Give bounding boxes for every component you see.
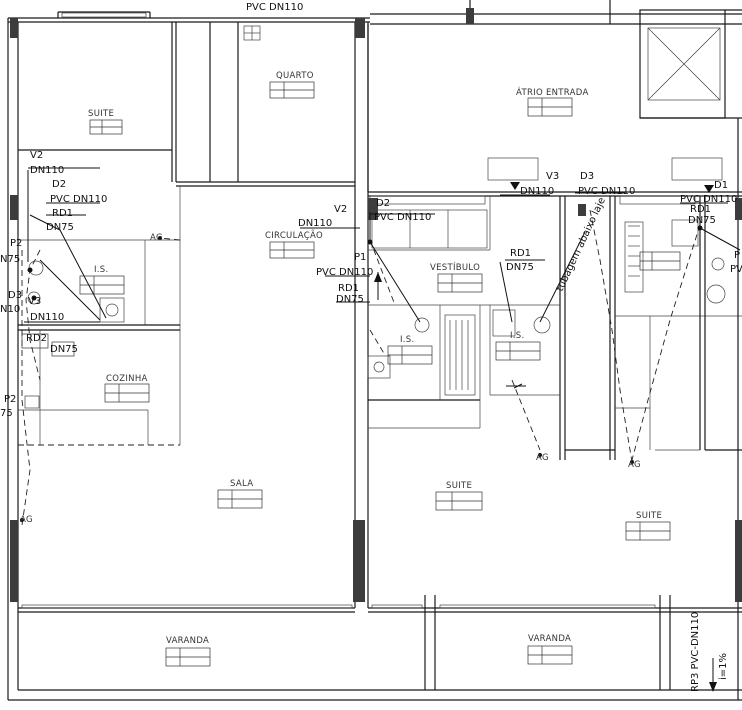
label-n75-edge: N75	[0, 254, 20, 265]
room-sala: SALA	[230, 479, 253, 489]
room-is-left: I.S.	[94, 265, 109, 275]
room-suite-mid: SUITE	[446, 481, 472, 491]
flow-arrows	[374, 182, 717, 692]
label-pvc-top: PVC DN110	[246, 2, 303, 13]
label-p1: P1	[354, 252, 366, 263]
pipe-labels: PVC DN110 V2 DN110 D2 PVC DN110 RD1 DN75…	[0, 2, 742, 692]
label-v3-left: V3	[28, 296, 41, 307]
room-suite-left: SUITE	[88, 109, 114, 119]
label-rd1-left: RD1	[52, 208, 73, 219]
label-rd1-mid: RD1	[338, 283, 359, 294]
label-ag-3: AG	[536, 453, 549, 463]
room-names: SUITE QUARTO ÁTRIO ENTRADA CIRCULAÇÃO I.…	[88, 71, 662, 646]
label-rd1-right: RD1	[690, 204, 711, 215]
room-is-right: I.S.	[510, 331, 525, 341]
label-d1: D1	[714, 180, 728, 191]
label-p-edge: P	[734, 250, 740, 261]
label-pvc-dn110-p1: PVC DN110	[316, 267, 373, 278]
label-75-edge: 75	[0, 408, 13, 419]
windows	[21, 12, 696, 609]
label-slope: i=1%	[718, 653, 729, 680]
label-dn75-vestibulo: DN75	[506, 262, 534, 273]
label-d3-left: D3	[8, 290, 22, 301]
label-ag-1: AG	[150, 233, 163, 243]
room-tags	[21, 81, 681, 667]
label-dn75-b: DN75	[50, 344, 78, 355]
label-v2-mid: V2	[334, 204, 347, 215]
label-p2-a: P2	[10, 238, 22, 249]
label-pvc-dn110-d1: PVC DN110	[680, 194, 737, 205]
label-dn75-mid: DN75	[336, 294, 364, 305]
room-cozinha: COZINHA	[106, 374, 148, 384]
room-circulacao: CIRCULAÇÃO	[265, 230, 323, 241]
label-v2-left: V2	[30, 150, 43, 161]
room-varanda-left: VARANDA	[166, 636, 209, 646]
label-pvc-dn110-mid: PVC DN110	[374, 212, 431, 223]
label-dn110-b: DN110	[30, 312, 64, 323]
label-pvc-dn110-left: PVC DN110	[50, 194, 107, 205]
label-d2-mid: D2	[376, 198, 390, 209]
room-atrio-entrada: ÁTRIO ENTRADA	[516, 86, 589, 98]
label-rd1-vestibulo: RD1	[510, 248, 531, 259]
drain-points	[20, 225, 703, 522]
room-suite-right: SUITE	[636, 511, 662, 521]
room-is-mid: I.S.	[400, 335, 415, 345]
label-v3-mid: V3	[546, 171, 559, 182]
label-dn75-left: DN75	[46, 222, 74, 233]
label-rd2: RD2	[26, 333, 47, 344]
label-ag-4: AG	[628, 460, 641, 470]
interior-walls	[18, 9, 742, 700]
room-varanda-mid: VARANDA	[528, 634, 571, 644]
room-quarto: QUARTO	[276, 71, 314, 81]
label-pvc-dn110-d3: PVC DN110	[578, 186, 635, 197]
label-n10-edge: N10	[0, 304, 20, 315]
label-dn110-a: DN110	[30, 165, 64, 176]
structural-columns	[10, 8, 742, 602]
label-d3-mid: D3	[580, 171, 594, 182]
room-vestibulo: VESTÍBULO	[430, 261, 480, 273]
label-p2-b: P2	[4, 394, 16, 405]
label-d2-left: D2	[52, 179, 66, 190]
label-dn75-right: DN75	[688, 215, 716, 226]
drainage-pipes	[21, 167, 741, 526]
label-rp3-pvc-dn110: RP3 PVC-DN110	[690, 612, 701, 692]
fixtures	[24, 25, 726, 409]
label-dn110-v3: DN110	[520, 186, 554, 197]
label-pv-edge: PV	[730, 264, 742, 275]
label-dn110-circulacao: DN110	[298, 218, 332, 229]
exterior-walls	[7, 0, 742, 701]
label-ag-2: AG	[20, 515, 33, 525]
